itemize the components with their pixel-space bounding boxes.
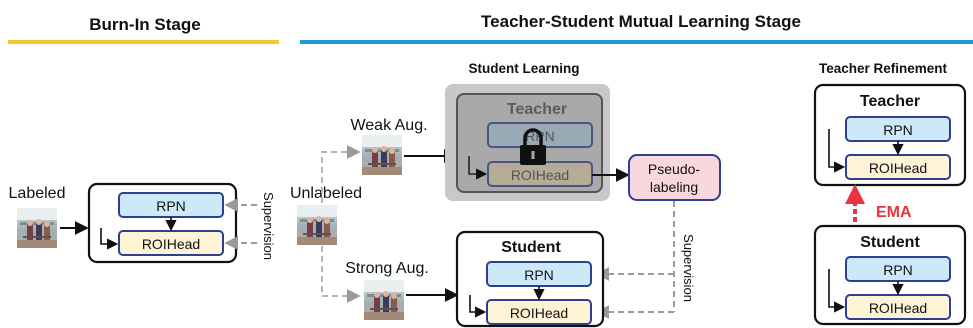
burn-in-skip-arrow — [100, 228, 119, 250]
teacher-refinement-subtitle: Teacher Refinement — [819, 61, 948, 76]
frozen-skip-arrow — [468, 156, 488, 180]
student-learning-subtitle: Student Learning — [469, 61, 580, 76]
refined-student-roihead-label: ROIHead — [869, 300, 927, 316]
mutual-stage-underline — [300, 40, 973, 44]
refined-teacher-title: Teacher — [860, 93, 920, 110]
burn-in-title: Burn-In Stage — [89, 15, 200, 34]
pseudo-labeling-label-line2: labeling — [650, 179, 698, 195]
labeled-label: Labeled — [9, 185, 66, 202]
weak-aug-image-thumbnail — [362, 135, 402, 175]
refined-teacher-rpn-label: RPN — [883, 122, 913, 138]
weak-aug-label: Weak Aug. — [350, 117, 427, 134]
refined-student-rpn-label: RPN — [883, 262, 913, 278]
frozen-roihead-label: ROIHead — [511, 167, 569, 183]
refined-teacher-roihead-label: ROIHead — [869, 160, 927, 176]
student-rpn-label: RPN — [524, 267, 554, 283]
pseudo-supervision-label: Supervision — [681, 234, 696, 302]
pseudo-labeling-box — [628, 154, 721, 201]
refined-teacher-skip-arrow — [828, 129, 846, 173]
burn-in-roihead-label: ROIHead — [142, 236, 200, 252]
lock-icon — [520, 128, 546, 165]
refined-student-title: Student — [860, 234, 920, 251]
strong-aug-image-thumbnail — [364, 280, 404, 320]
unlabeled-to-strong-arrow — [321, 246, 361, 303]
strong-aug-label: Strong Aug. — [345, 260, 429, 277]
ema-label: EMA — [876, 204, 912, 221]
pseudo-labeling-label-line1: Pseudo- — [648, 161, 700, 177]
mutual-stage-title: Teacher-Student Mutual Learning Stage — [481, 12, 801, 31]
burn-in-supervision-label: Supervision — [261, 192, 276, 260]
refined-student-skip-arrow — [828, 269, 846, 313]
burn-in-underline — [8, 40, 279, 44]
student-roihead-label: ROIHead — [510, 305, 568, 321]
student-title: Student — [501, 239, 561, 256]
unlabeled-label: Unlabeled — [290, 185, 362, 202]
student-skip-arrow — [469, 295, 487, 318]
labeled-image-thumbnail — [17, 208, 57, 248]
burn-in-rpn-label: RPN — [156, 198, 186, 214]
unlabeled-to-weak-arrow — [321, 145, 361, 203]
frozen-teacher-title: Teacher — [507, 101, 567, 118]
unlabeled-image-thumbnail — [297, 205, 337, 245]
